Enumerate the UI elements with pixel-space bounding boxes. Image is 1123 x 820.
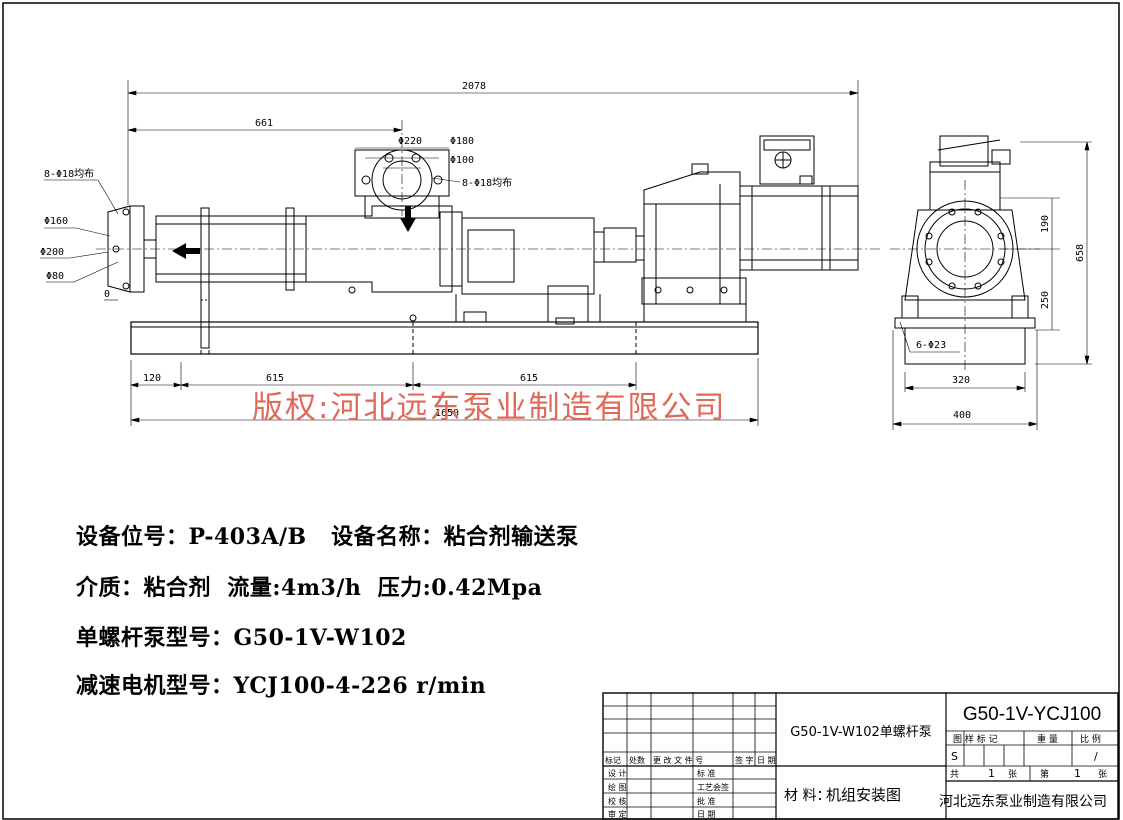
centerlines [96,120,1040,370]
rev-header-doc: 更 改 文 件 号 [653,755,703,765]
title-block-text: G50-1V-YCJ100 G50-1V-W102单螺杆泵 材 料： 机组安装图… [605,704,1107,819]
rev-header-count: 处数 [629,755,645,765]
title-material-label: 材 料： [784,788,830,804]
dim-height-total: 658 [1075,244,1086,262]
copyright-watermark: 版权:河北远东泵业制造有限公司 [252,390,727,426]
dim-inlet-offset: 661 [255,118,273,129]
total-value: 1 [988,767,995,780]
dim-outlet-od: Φ220 [398,136,422,147]
dimension-lines [40,80,1092,430]
rev-header-sign: 签 字 [735,755,754,765]
dim-base-width: 400 [953,410,971,421]
role-date: 日 期 [697,810,716,819]
dimension-labels: 2078 661 Φ220 Φ180 Φ100 8-Φ18均布 8-Φ18均布 … [40,81,1086,421]
drive-motor [739,135,859,271]
dim-base-edge: 120 [143,373,161,384]
role-design: 设 计 [608,768,627,778]
dim-height-lower: 250 [1040,291,1051,309]
title-drawing-type: 机组安装图 [826,786,901,804]
dim-inlet-pcd: Φ160 [44,216,68,227]
title-block [602,692,1119,820]
dim-overall-length: 2078 [462,81,486,92]
bearing-housing [455,217,645,325]
spec-pump-model: 单螺杆泵型号：G50-1V-W102 [76,625,407,651]
rev-header-date: 日 期 [757,756,776,765]
total-label: 共 [950,769,959,780]
hdr-scale: 比 例 [1080,733,1101,745]
dim-outlet-bolts: 8-Φ18均布 [462,177,512,189]
dim-inlet-od: Φ200 [40,247,64,258]
role-approve: 批 准 [697,796,716,806]
dim-outlet-bore: Φ100 [450,155,474,166]
spec-medium: 介质：粘合剂 流量:4m3/h 压力:0.42Mpa [76,575,543,601]
dim-base-span-2: 615 [520,373,538,384]
role-standard: 标 准 [697,768,716,778]
flow-direction [172,206,416,259]
title-drawing-name: G50-1V-W102单螺杆泵 [790,725,932,740]
dim-inlet-bolts: 8-Φ18均布 [44,168,94,180]
page-unit: 张 [1098,769,1107,780]
scale-value: / [1094,750,1098,763]
hdr-weight: 重 量 [1037,733,1058,745]
page-label: 第 [1040,768,1049,780]
dim-outlet-pcd: Φ180 [450,136,474,147]
role-review: 审 定 [608,809,627,819]
suction-chamber [305,149,463,322]
dim-base-span-1: 615 [266,373,284,384]
role-check: 校 核 [608,796,627,806]
stage-value: S [951,750,958,763]
title-company: 河北远东泵业制造有限公司 [939,794,1107,810]
sheet-unit: 张 [1008,769,1017,780]
page-value: 1 [1074,767,1081,780]
gear-reducer [641,163,747,323]
dim-anchor-holes: 6-Φ23 [916,340,946,351]
spec-motor-model: 减速电机型号：YCJ100-4-226 r/min [76,673,487,699]
role-drafting: 绘 图 [608,782,627,792]
title-model-code: G50-1V-YCJ100 [963,704,1101,725]
dim-base-inner-width: 320 [952,375,970,386]
dim-inlet-bore: Φ80 [46,271,64,282]
inlet-flange [107,205,156,293]
spec-equipment: 设备位号：P-403A/B 设备名称：粘合剂输送泵 [76,524,579,550]
hdr-stage: 图 样 标 记 [953,733,998,745]
rev-header-mark: 标记 [605,755,621,765]
role-process: 工艺会签 [697,782,729,792]
dim-base-length: 1650 [435,408,459,419]
dim-zero: 0 [104,289,110,300]
base-plate [130,321,759,355]
dim-height-upper: 190 [1040,215,1051,233]
